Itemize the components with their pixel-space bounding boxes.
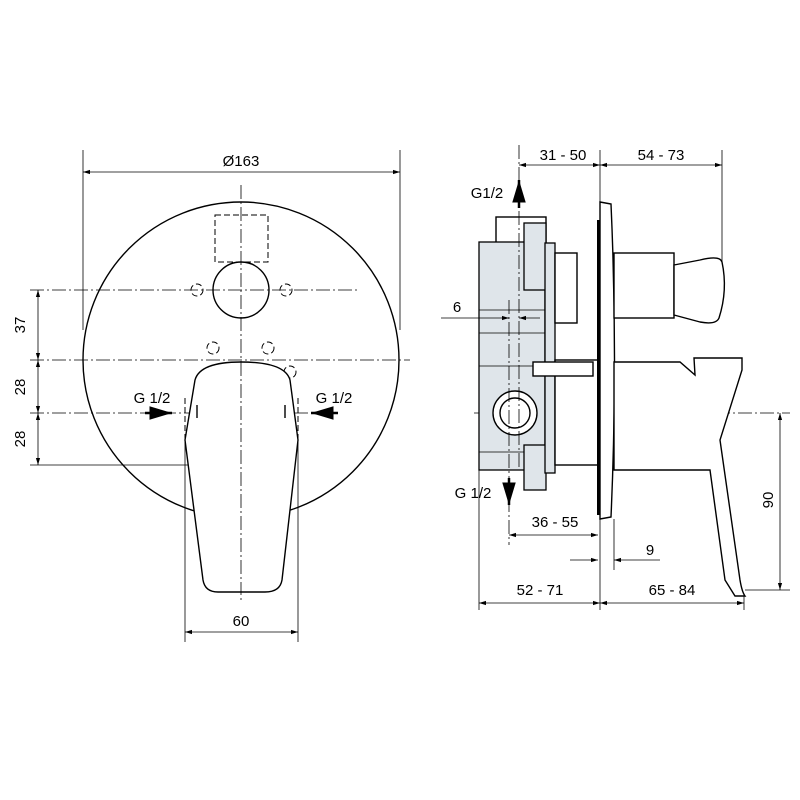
dim-28-upper-label: 28 bbox=[12, 379, 29, 396]
handle-width-label: 60 bbox=[233, 613, 250, 630]
diverter-stem bbox=[613, 252, 675, 319]
dim-36-55-label: 36 - 55 bbox=[532, 514, 579, 531]
dim-52-71-label: 52 - 71 bbox=[517, 582, 564, 599]
inlet-left-label: G 1/2 bbox=[134, 390, 171, 407]
outlet-top-label: G1/2 bbox=[471, 185, 504, 202]
dim-6-label: 6 bbox=[453, 299, 461, 316]
lever-handle bbox=[184, 361, 299, 593]
diverter-knob bbox=[673, 257, 726, 324]
dim-31-50-label: 31 - 50 bbox=[540, 147, 587, 164]
cover-plate-side bbox=[599, 201, 616, 520]
dim-65-84-label: 65 - 84 bbox=[649, 582, 696, 599]
lever-side bbox=[613, 357, 747, 597]
dim-28-lower-label: 28 bbox=[12, 431, 29, 448]
side-view: G1/2 G 1/2 31 - 50 54 - 73 6 36 - 55 9 5… bbox=[441, 145, 790, 610]
dim-54-73-label: 54 - 73 bbox=[638, 147, 685, 164]
dim-37-label: 37 bbox=[12, 317, 29, 334]
screw bbox=[532, 361, 594, 377]
diameter-label: Ø163 bbox=[223, 153, 260, 170]
dim-9-label: 9 bbox=[646, 542, 654, 559]
front-view: Ø163 37 28 28 G 1/2 G 1/2 60 bbox=[12, 150, 410, 642]
outlet-bottom-label: G 1/2 bbox=[455, 485, 492, 502]
dim-90-label: 90 bbox=[760, 492, 777, 509]
inlet-right-label: G 1/2 bbox=[316, 390, 353, 407]
